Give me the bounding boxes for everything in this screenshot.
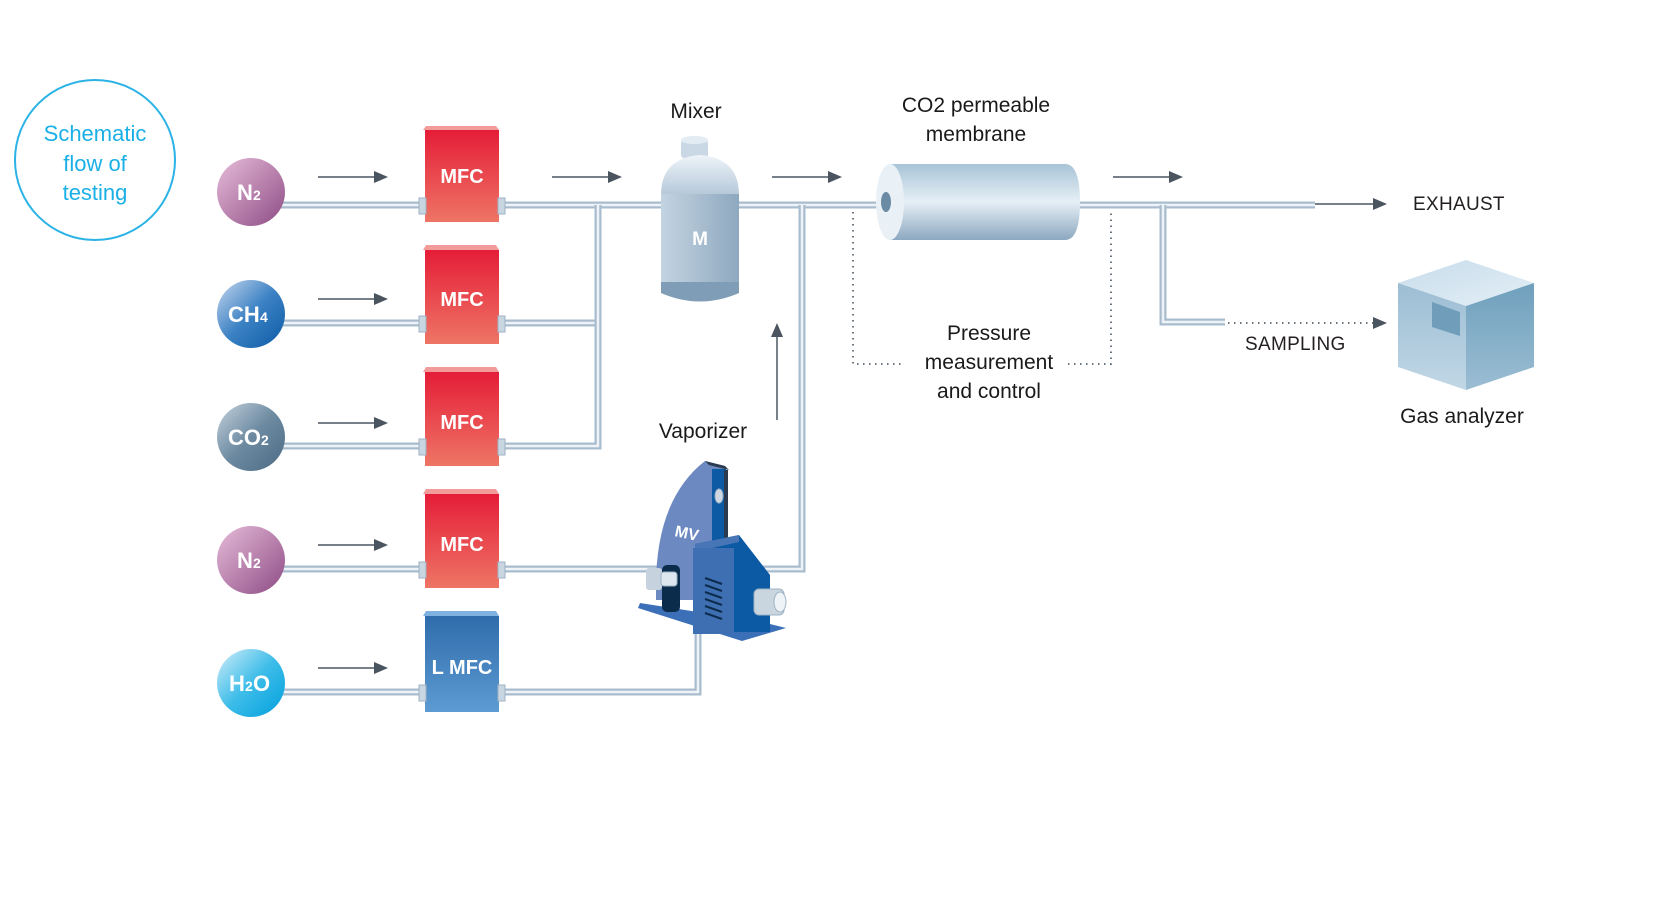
- svg-text:L MFC: L MFC: [432, 657, 493, 679]
- source-n2-top: N 2: [217, 158, 285, 226]
- mixer: Mixer M: [661, 100, 739, 302]
- svg-text:2: 2: [245, 678, 253, 694]
- vaporizer: Vaporizer MV: [638, 420, 787, 641]
- exhaust-label: EXHAUST: [1413, 194, 1505, 215]
- svg-text:MV: MV: [673, 523, 700, 545]
- arrow-icon: [318, 539, 388, 551]
- pressure-loop: Pressure measurement and control: [852, 212, 1112, 403]
- mfc-2: MFC: [418, 245, 506, 344]
- source-co2: CO 2: [217, 403, 285, 471]
- title-line-2: flow of: [63, 151, 127, 176]
- pressure-line-3: and control: [937, 380, 1041, 403]
- co2-membrane: CO2 permeable membrane: [876, 94, 1080, 240]
- mixer-title: Mixer: [670, 100, 721, 123]
- arrow-icon: [1113, 171, 1183, 183]
- arrow-icon: [318, 662, 388, 674]
- svg-text:MFC: MFC: [440, 534, 483, 556]
- arrow-icon: [318, 293, 388, 305]
- svg-text:CO: CO: [228, 425, 261, 450]
- svg-text:H: H: [229, 671, 245, 696]
- title-badge: Schematic flow of testing: [14, 79, 176, 241]
- pressure-line-2: measurement: [925, 351, 1054, 374]
- liquid-mfc: L MFC: [418, 611, 506, 712]
- svg-text:M: M: [692, 229, 708, 250]
- svg-text:MFC: MFC: [440, 412, 483, 434]
- mfc-1: MFC: [418, 126, 506, 222]
- title-line-3: testing: [63, 180, 128, 205]
- svg-text:MFC: MFC: [440, 166, 483, 188]
- arrow-icon: [772, 171, 842, 183]
- svg-text:4: 4: [260, 309, 268, 325]
- arrow-up-icon: [771, 323, 783, 420]
- arrow-icon: [1315, 198, 1387, 210]
- svg-text:N: N: [237, 548, 253, 573]
- svg-text:2: 2: [253, 555, 261, 571]
- source-h2o: H 2 O: [217, 649, 285, 717]
- mfc-3: MFC: [418, 367, 506, 466]
- sampling-label: SAMPLING: [1245, 334, 1346, 355]
- arrow-icon: [318, 417, 388, 429]
- source-ch4: CH 4: [217, 280, 285, 348]
- source-n2-bottom: N 2: [217, 526, 285, 594]
- svg-text:CH: CH: [228, 302, 260, 327]
- svg-text:N: N: [237, 180, 253, 205]
- analyzer-title: Gas analyzer: [1400, 405, 1524, 428]
- flow-arrows: [318, 171, 1387, 674]
- svg-text:O: O: [253, 671, 270, 696]
- pressure-line-1: Pressure: [947, 322, 1031, 345]
- svg-text:MFC: MFC: [440, 289, 483, 311]
- gas-analyzer: Gas analyzer: [1398, 260, 1534, 428]
- mfc-4: MFC: [418, 489, 506, 588]
- title-line-1: Schematic: [44, 121, 147, 146]
- arrow-icon: [318, 171, 388, 183]
- dotted-arrow-icon: [1228, 317, 1387, 329]
- membrane-title-2: membrane: [926, 123, 1026, 146]
- membrane-title-1: CO2 permeable: [902, 94, 1050, 117]
- svg-text:2: 2: [253, 187, 261, 203]
- vaporizer-title: Vaporizer: [659, 420, 747, 443]
- svg-text:2: 2: [261, 432, 269, 448]
- arrow-icon: [552, 171, 622, 183]
